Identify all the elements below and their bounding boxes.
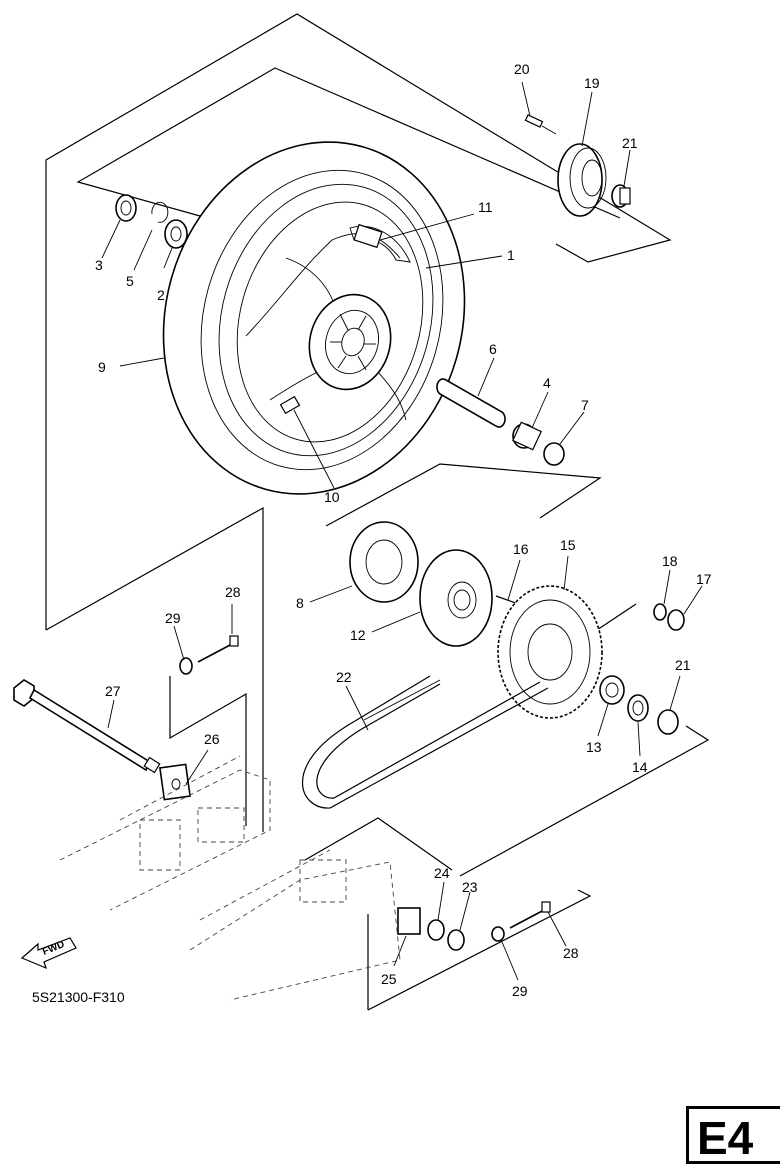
left-bearings	[115, 194, 188, 249]
callout-17: 17	[696, 571, 712, 587]
callout-9: 9	[98, 359, 106, 375]
page-tag: E4	[686, 1106, 780, 1164]
callout-2: 2	[157, 287, 165, 303]
callout-5: 5	[126, 273, 134, 289]
callout-28-lower: 28	[563, 945, 579, 961]
drive-chain	[302, 675, 549, 809]
callout-24: 24	[434, 865, 450, 881]
hub-collar-parts	[436, 378, 565, 466]
callout-19: 19	[584, 75, 600, 91]
callout-12: 12	[350, 627, 366, 643]
callout-23: 23	[462, 879, 478, 895]
callout-27: 27	[105, 683, 121, 699]
callout-10: 10	[324, 489, 340, 505]
callout-29-lower: 29	[512, 983, 528, 999]
axle-assembly	[13, 635, 551, 951]
callout-26: 26	[204, 731, 220, 747]
brake-disc-assembly	[524, 114, 631, 217]
callout-28-upper: 28	[225, 584, 241, 600]
callout-7: 7	[581, 397, 589, 413]
callout-4: 4	[543, 375, 551, 391]
callout-29-upper: 29	[165, 610, 181, 626]
page-tag-label: E4	[697, 1112, 754, 1164]
callout-25: 25	[381, 971, 397, 987]
assembly-frames	[45, 13, 710, 1011]
callout-22: 22	[336, 669, 352, 685]
callout-6: 6	[489, 341, 497, 357]
rear-wheel	[162, 141, 466, 495]
callout-15: 15	[560, 537, 576, 553]
callout-21-lower: 21	[675, 657, 691, 673]
figure-code: 5S21300-F310	[32, 989, 125, 1005]
swingarm-phantom	[59, 755, 401, 1001]
damper-and-hub	[349, 521, 525, 647]
callout-18: 18	[662, 553, 678, 569]
leader-lines	[101, 81, 703, 981]
callout-21-upper: 21	[622, 135, 638, 151]
right-bearings	[599, 675, 679, 735]
callout-13: 13	[586, 739, 602, 755]
callout-14: 14	[632, 759, 648, 775]
callout-3: 3	[95, 257, 103, 273]
callout-16: 16	[513, 541, 529, 557]
fwd-arrow-icon: FWD	[20, 937, 77, 970]
callout-8: 8	[296, 595, 304, 611]
rear-sprocket	[497, 585, 685, 719]
callout-1: 1	[507, 247, 515, 263]
callout-labels: 1 2 3 4 5 6 7 8 9 10 11 12 13 14 15 16 1…	[95, 61, 712, 999]
callout-20: 20	[514, 61, 530, 77]
callout-11: 11	[478, 199, 493, 215]
